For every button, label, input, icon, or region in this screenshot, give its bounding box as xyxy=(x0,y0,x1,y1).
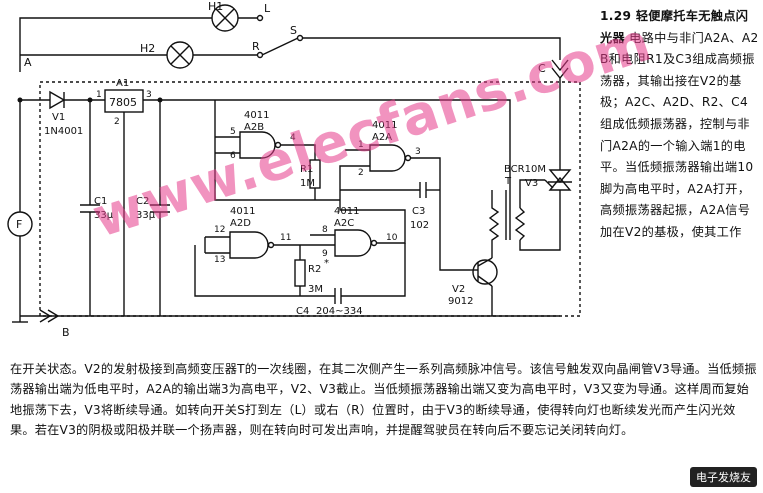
label-a2c: A2C xyxy=(334,218,354,229)
switch-contact-l xyxy=(256,14,264,22)
label-v3-part: BCR10M xyxy=(504,164,546,175)
label-v3: V3 xyxy=(525,178,538,189)
side-paragraph: 电路中与非门A2A、A2B和电阻R1及C3组成高频振荡器，其输出接在V2的基极；… xyxy=(600,30,759,239)
label-7805: 7805 xyxy=(109,96,137,109)
label-c1: C1 xyxy=(94,196,107,207)
svg-text:4011: 4011 xyxy=(372,120,397,131)
triac-v3 xyxy=(544,78,572,220)
label-c2: C2 xyxy=(136,196,149,207)
svg-text:12: 12 xyxy=(214,225,225,235)
label-h1: H1 xyxy=(208,0,223,13)
label-r2: R2 xyxy=(308,264,321,275)
lamp-h2 xyxy=(166,41,194,69)
svg-text:10: 10 xyxy=(386,233,398,243)
label-c4-val: 204~334 xyxy=(316,306,363,317)
label-v2-part: 9012 xyxy=(448,296,473,307)
resistor-r2 xyxy=(294,259,306,287)
label-c4: C4 xyxy=(296,306,309,317)
transformer-t xyxy=(488,190,500,258)
nand-gate-a2c xyxy=(334,229,372,257)
svg-text:1: 1 xyxy=(358,140,364,150)
label-b: B xyxy=(62,326,70,339)
section-heading: 1.29 轻便摩托车无触点闪光器 xyxy=(600,9,749,45)
label-l: L xyxy=(264,2,271,15)
label-a2a: A2A xyxy=(372,132,392,143)
label-c2-val: 33μ xyxy=(136,210,156,221)
svg-text:6: 6 xyxy=(230,151,236,161)
label-c: C xyxy=(538,62,546,75)
nand-gate-a2d xyxy=(229,231,269,259)
label-r: R xyxy=(252,40,260,53)
switch-contact-r xyxy=(256,51,264,59)
svg-text:5: 5 xyxy=(230,127,236,137)
label-c3-val: 102 xyxy=(410,220,429,231)
nand-gate-a2b xyxy=(239,131,276,159)
svg-text:*: * xyxy=(324,258,329,269)
svg-text:9: 9 xyxy=(322,249,328,259)
label-c3: C3 xyxy=(412,206,425,217)
transistor-v2 xyxy=(472,259,498,285)
label-r1: R1 xyxy=(300,164,313,175)
label-s: S xyxy=(290,24,297,37)
svg-text:3: 3 xyxy=(146,90,152,100)
label-a2d: A2D xyxy=(230,218,251,229)
label-r2-val: 3M xyxy=(308,284,323,295)
turn-switch-s xyxy=(261,37,299,56)
label-r1-val: 1M xyxy=(300,178,315,189)
circuit-schematic: H1 L H2 R S A C B F V1 1N4001 A1 7805 1 … xyxy=(7,0,581,339)
svg-text:13: 13 xyxy=(214,255,225,265)
svg-text:2: 2 xyxy=(114,117,120,127)
label-h2: H2 xyxy=(140,42,155,55)
svg-text:2: 2 xyxy=(358,168,364,178)
svg-text:11: 11 xyxy=(280,233,291,243)
label-f: F xyxy=(16,218,22,231)
label-a2b: A2B xyxy=(244,122,264,133)
svg-text:3: 3 xyxy=(415,147,421,157)
nand-gate-a2a xyxy=(369,144,406,172)
diode-v1 xyxy=(49,90,66,110)
label-v1-part: 1N4001 xyxy=(44,126,83,137)
label-v1: V1 xyxy=(52,112,65,123)
bottom-description: 在开关状态。V2的发射极接到高频变压器T的一次线圈，在其二次侧产生一系列高频脉冲… xyxy=(10,362,757,438)
svg-text:4: 4 xyxy=(290,133,296,143)
svg-text:4011: 4011 xyxy=(230,206,255,217)
label-a1: A1 xyxy=(116,78,129,89)
svg-text:4011: 4011 xyxy=(244,110,269,121)
label-t: T xyxy=(504,176,512,187)
svg-text:4011: 4011 xyxy=(334,206,359,217)
side-description: 1.29 轻便摩托车无触点闪光器 电路中与非门A2A、A2B和电阻R1及C3组成… xyxy=(600,6,760,244)
svg-text:1: 1 xyxy=(96,90,102,100)
label-a: A xyxy=(24,56,32,69)
svg-text:8: 8 xyxy=(322,225,328,235)
site-logo: 电子发烧友 xyxy=(690,467,757,487)
label-c1-val: 33μ xyxy=(94,210,114,221)
label-v2: V2 xyxy=(452,284,465,295)
